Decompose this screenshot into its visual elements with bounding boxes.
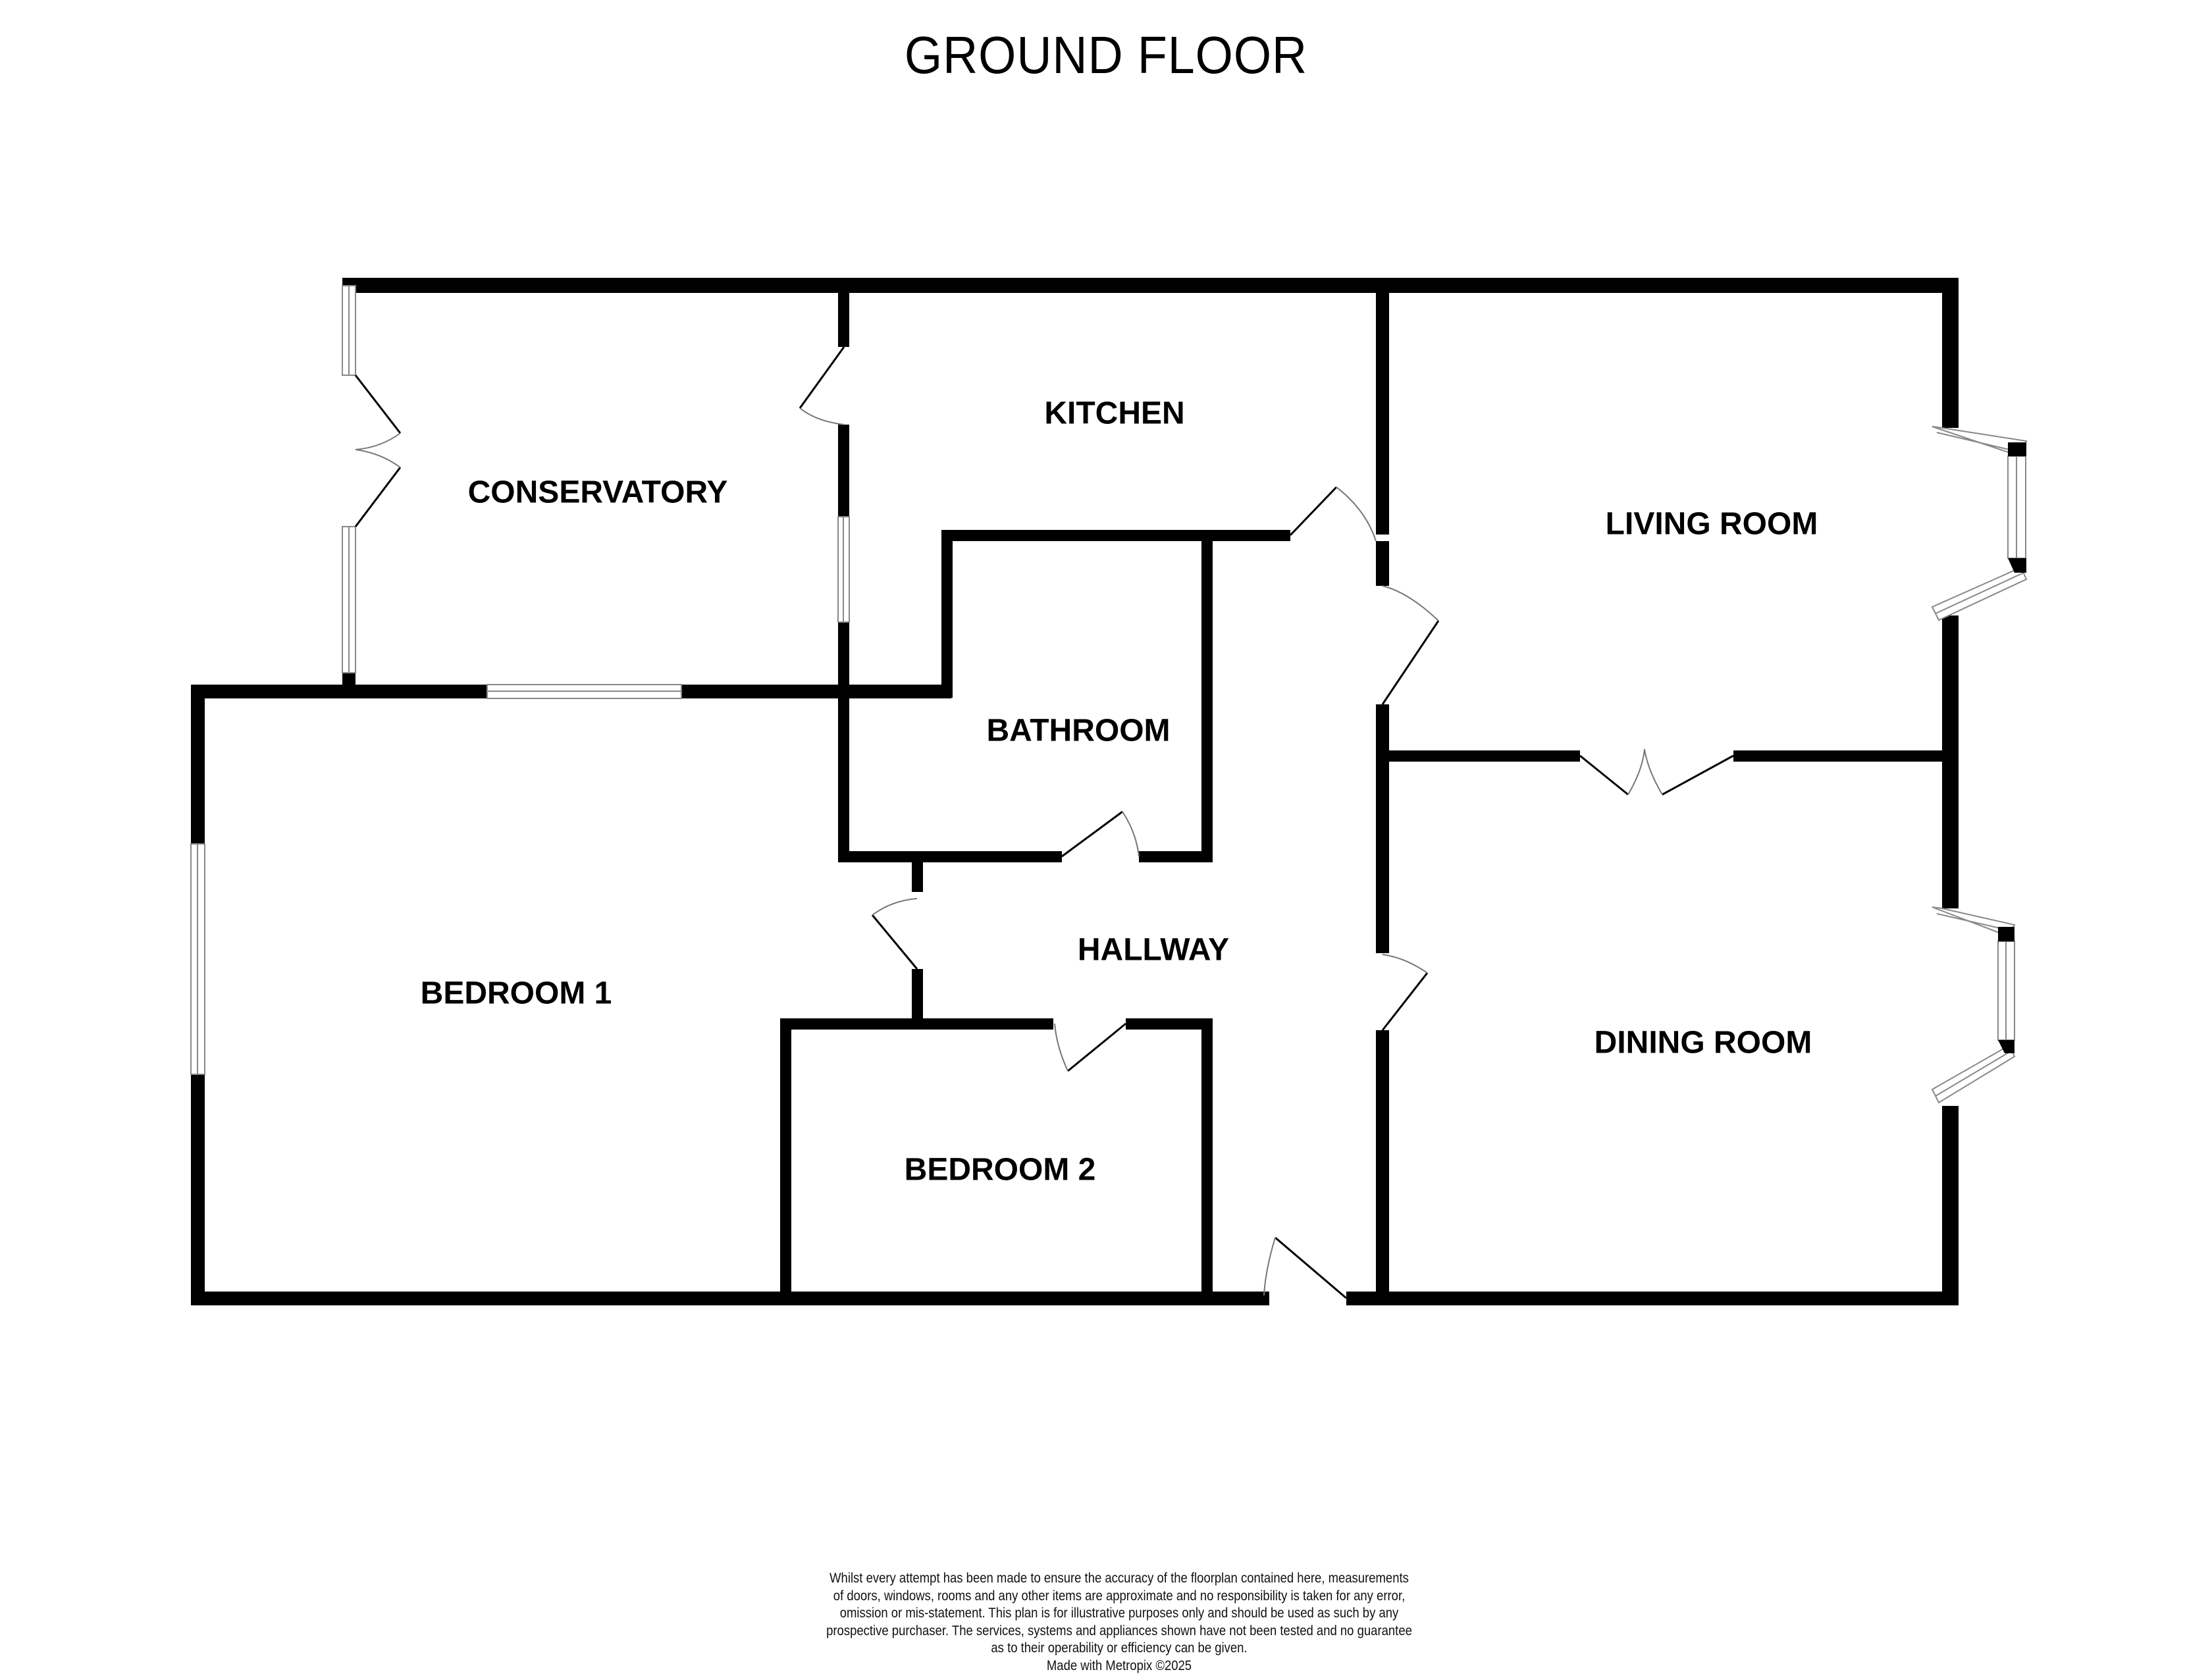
kitchen-hall-door xyxy=(1290,487,1376,541)
disclaimer-line: of doors, windows, rooms and any other i… xyxy=(779,1587,1459,1605)
disclaimer-line: omission or mis-statement. This plan is … xyxy=(779,1604,1459,1622)
disclaimer-line: as to their operability or efficiency ca… xyxy=(779,1639,1459,1657)
room-label-conservatory: CONSERVATORY xyxy=(468,475,728,511)
room-label-bathroom: BATHROOM xyxy=(986,713,1170,749)
disclaimer: Whilst every attempt has been made to en… xyxy=(724,1569,1514,1674)
kitchen-door xyxy=(800,347,844,425)
living-dining-double-doors xyxy=(1580,749,1733,795)
room-label-bedroom-1: BEDROOM 1 xyxy=(421,976,612,1012)
room-label-kitchen: KITCHEN xyxy=(1044,396,1184,432)
disclaimer-line: prospective purchaser. The services, sys… xyxy=(779,1622,1459,1640)
room-label-dining-room: DINING ROOM xyxy=(1594,1025,1812,1061)
room-label-hallway: HALLWAY xyxy=(1078,932,1229,968)
disclaimer-line: Whilst every attempt has been made to en… xyxy=(779,1569,1459,1587)
conservatory-french-doors xyxy=(356,375,400,527)
front-door xyxy=(1264,1238,1346,1298)
bedroom1-door xyxy=(872,899,917,969)
credit: Made with Metropix ©2025 xyxy=(779,1657,1459,1674)
bathroom-door xyxy=(1062,812,1139,856)
room-label-bedroom-2: BEDROOM 2 xyxy=(905,1152,1096,1188)
bedroom2-door xyxy=(1055,1024,1126,1071)
room-label-living-room: LIVING ROOM xyxy=(1606,506,1818,542)
living-room-door xyxy=(1382,586,1438,704)
dining-room-door xyxy=(1382,955,1427,1030)
